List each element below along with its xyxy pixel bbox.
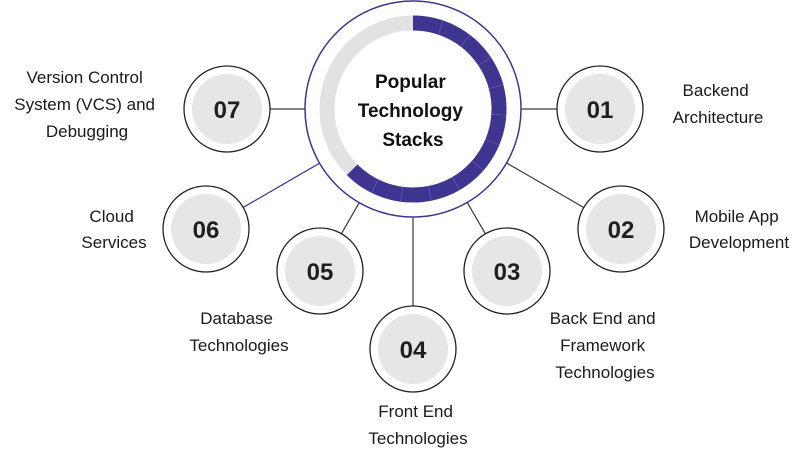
node-02: 02 Mobile App Development (577, 185, 789, 273)
node-number: 07 (214, 97, 241, 124)
connector-line (466, 202, 486, 235)
node-07: 07 Version Control System (VCS) and Debu… (14, 65, 271, 153)
hub-progress-tick (477, 56, 492, 66)
node-label-line: System (VCS) and (14, 95, 155, 114)
node-01: 01 Backend Architecture (556, 65, 764, 153)
hub-title-line: Stacks (382, 130, 443, 151)
node-number: 01 (587, 97, 614, 124)
node-disc (565, 74, 635, 144)
node-number: 05 (307, 259, 334, 286)
hub-progress-tick (471, 160, 484, 172)
node-label: Back End and Framework Technologies (550, 309, 661, 382)
node-disc (285, 236, 355, 306)
node-label: Backend Architecture (673, 81, 764, 127)
node-label-line: Version Control (27, 68, 143, 87)
hub-progress-tick (485, 138, 500, 146)
hub-title-line: Popular (375, 72, 446, 93)
node-number: 03 (494, 259, 521, 286)
node-disc (378, 314, 448, 384)
node-label-line: Front End (378, 402, 453, 421)
node-label: Cloud Services (81, 207, 146, 252)
hub-progress-tick (491, 113, 507, 116)
node-label: Front End Technologies (368, 402, 467, 448)
node-label-line: Cloud (89, 207, 133, 226)
hub-progress-tick (437, 20, 444, 35)
node-label-line: Back End and (550, 309, 656, 328)
hub-progress-tick (451, 176, 461, 191)
hub-progress-tick (488, 84, 504, 90)
node-number: 02 (608, 217, 635, 244)
node-05: 05 Database Technologies (189, 227, 364, 355)
node-label-line: Development (689, 233, 789, 252)
hub-title: Popular Technology Stacks (358, 72, 469, 151)
hub-progress-tick (371, 179, 379, 194)
node-label: Database Technologies (189, 309, 288, 355)
node-disc (171, 194, 241, 264)
hub-outer-ring (304, 0, 522, 218)
node-03: 03 Back End and Framework Technologies (463, 227, 661, 382)
connector-line (506, 162, 585, 209)
node-label-line: Technologies (189, 336, 288, 355)
node-label-line: Architecture (673, 108, 764, 127)
node-label-line: Technologies (555, 363, 654, 382)
hub-progress-ticks (371, 20, 507, 202)
connector-lines (242, 108, 585, 306)
hub-title-line: Technology (358, 101, 464, 122)
central-hub: Popular Technology Stacks (304, 0, 522, 218)
node-06: 06 Cloud Services (81, 185, 250, 273)
node-04: 04 Front End Technologies (368, 305, 468, 448)
hub-progress-tick (400, 186, 404, 202)
node-label-line: Technologies (368, 429, 467, 448)
node-label-line: Debugging (46, 122, 128, 141)
hub-progress-tick (427, 185, 432, 201)
hub-progress-tick (460, 34, 471, 48)
node-label: Version Control System (VCS) and Debuggi… (14, 68, 160, 141)
node-label-line: Services (81, 233, 146, 252)
node-number: 04 (400, 337, 427, 364)
node-label-line: Database (200, 309, 273, 328)
node-label: Mobile App Development (689, 207, 789, 252)
connector-line (242, 162, 320, 208)
node-label-line: Backend (683, 81, 749, 100)
node-label-line: Framework (560, 336, 646, 355)
node-disc (472, 236, 542, 306)
node-label-line: Mobile App (695, 207, 779, 226)
connector-line (340, 202, 360, 235)
node-number: 06 (193, 217, 220, 244)
node-disc (192, 74, 262, 144)
node-disc (586, 194, 656, 264)
